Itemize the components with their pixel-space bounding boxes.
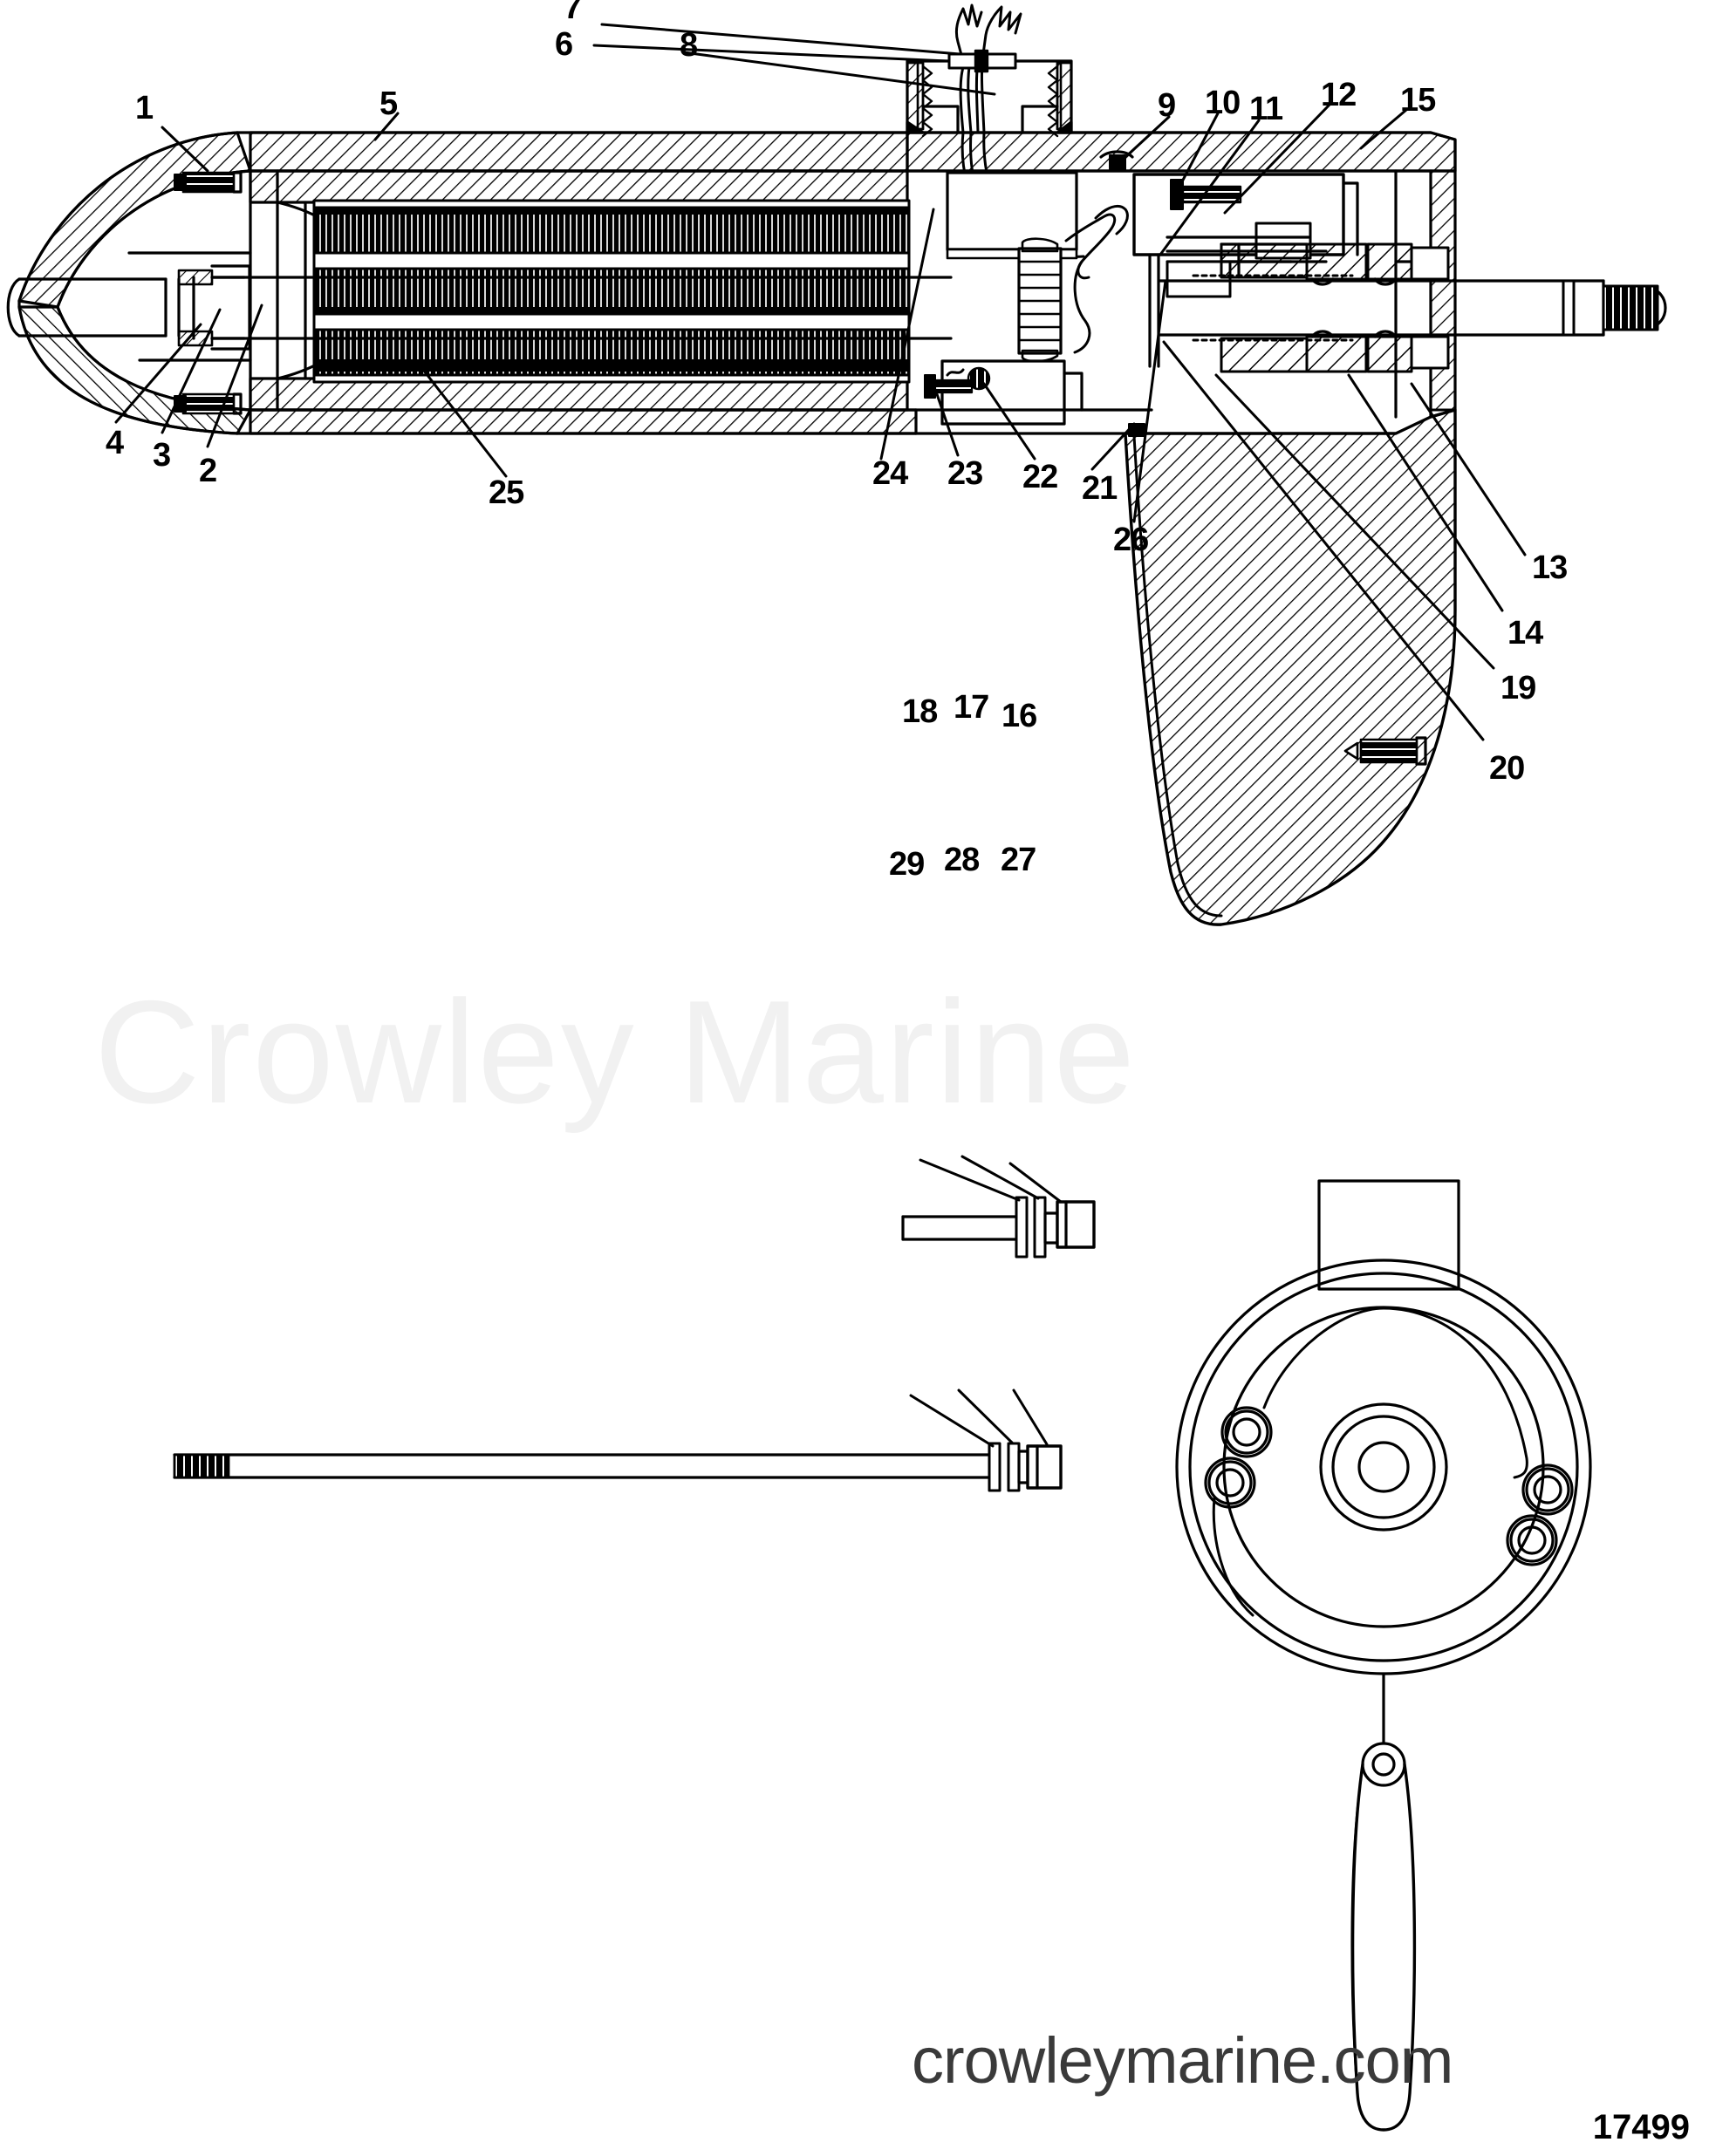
- screw-item-23: [924, 374, 974, 399]
- callout-13: 13: [1532, 549, 1568, 586]
- callout-9: 9: [1158, 87, 1176, 124]
- callout-12: 12: [1321, 77, 1357, 113]
- callout-28: 28: [944, 842, 980, 878]
- armature-windings: [312, 199, 911, 384]
- mounting-boss-lower-right: [1506, 1514, 1558, 1566]
- site-url-text: crowleymarine.com: [912, 2024, 1453, 2097]
- end-bell-assembly: [906, 131, 1457, 435]
- callout-18: 18: [902, 693, 938, 730]
- nose-internal-structure: [127, 251, 252, 362]
- callout-16: 16: [1001, 698, 1037, 734]
- callout-14: 14: [1507, 615, 1543, 652]
- callout-27: 27: [1001, 842, 1036, 878]
- upper-tube-mount: [906, 59, 1073, 138]
- brush-lead-springs: [1064, 204, 1129, 354]
- mounting-boss-upper-left: [1220, 1406, 1273, 1458]
- callout-17: 17: [954, 689, 989, 726]
- output-shaft-assembly: [1159, 242, 1667, 373]
- callout-6: 6: [555, 26, 573, 63]
- callout-26: 26: [1113, 522, 1149, 558]
- end-face-view: [1175, 1179, 1592, 2132]
- callout-21: 21: [1082, 470, 1118, 507]
- callout-10: 10: [1205, 85, 1241, 121]
- skeg-set-screw: [1343, 736, 1427, 766]
- field-magnet-endplates: [249, 169, 307, 412]
- callout-19: 19: [1501, 670, 1536, 706]
- corner-seal-item-9: [1099, 150, 1134, 172]
- motor-shaft: [210, 276, 953, 340]
- callout-29: 29: [889, 846, 925, 883]
- long-rod-detail-27-28-29: [173, 1388, 1063, 1492]
- fastener-detail-16-17-18: [901, 1155, 1096, 1259]
- nose-bore: [6, 277, 167, 338]
- callout-22: 22: [1022, 459, 1058, 495]
- callout-23: 23: [947, 455, 983, 492]
- nose-set-screw-upper: [174, 171, 243, 194]
- callout-24: 24: [872, 455, 908, 492]
- crowley-marine-watermark: Crowley Marine: [94, 970, 1137, 1134]
- commutator: [1017, 237, 1063, 363]
- skeg-lower-housing: [1124, 408, 1457, 926]
- callout-15: 15: [1400, 82, 1436, 119]
- mounting-boss-lower-left: [1204, 1457, 1256, 1509]
- callout-20: 20: [1489, 750, 1525, 787]
- figure-number: 17499: [1592, 2108, 1690, 2146]
- leader-lines: [114, 23, 1527, 741]
- callout-11: 11: [1249, 91, 1283, 127]
- callout-25: 25: [489, 474, 524, 511]
- callout-3: 3: [153, 437, 171, 474]
- callout-8: 8: [680, 27, 698, 64]
- callout-7: 7: [564, 0, 582, 26]
- callout-4: 4: [106, 425, 124, 461]
- callout-5: 5: [379, 85, 398, 122]
- callout-1: 1: [135, 90, 154, 126]
- mounting-boss-upper-right: [1521, 1463, 1574, 1516]
- nose-set-screw-lower: [174, 392, 243, 415]
- callout-2: 2: [199, 453, 217, 489]
